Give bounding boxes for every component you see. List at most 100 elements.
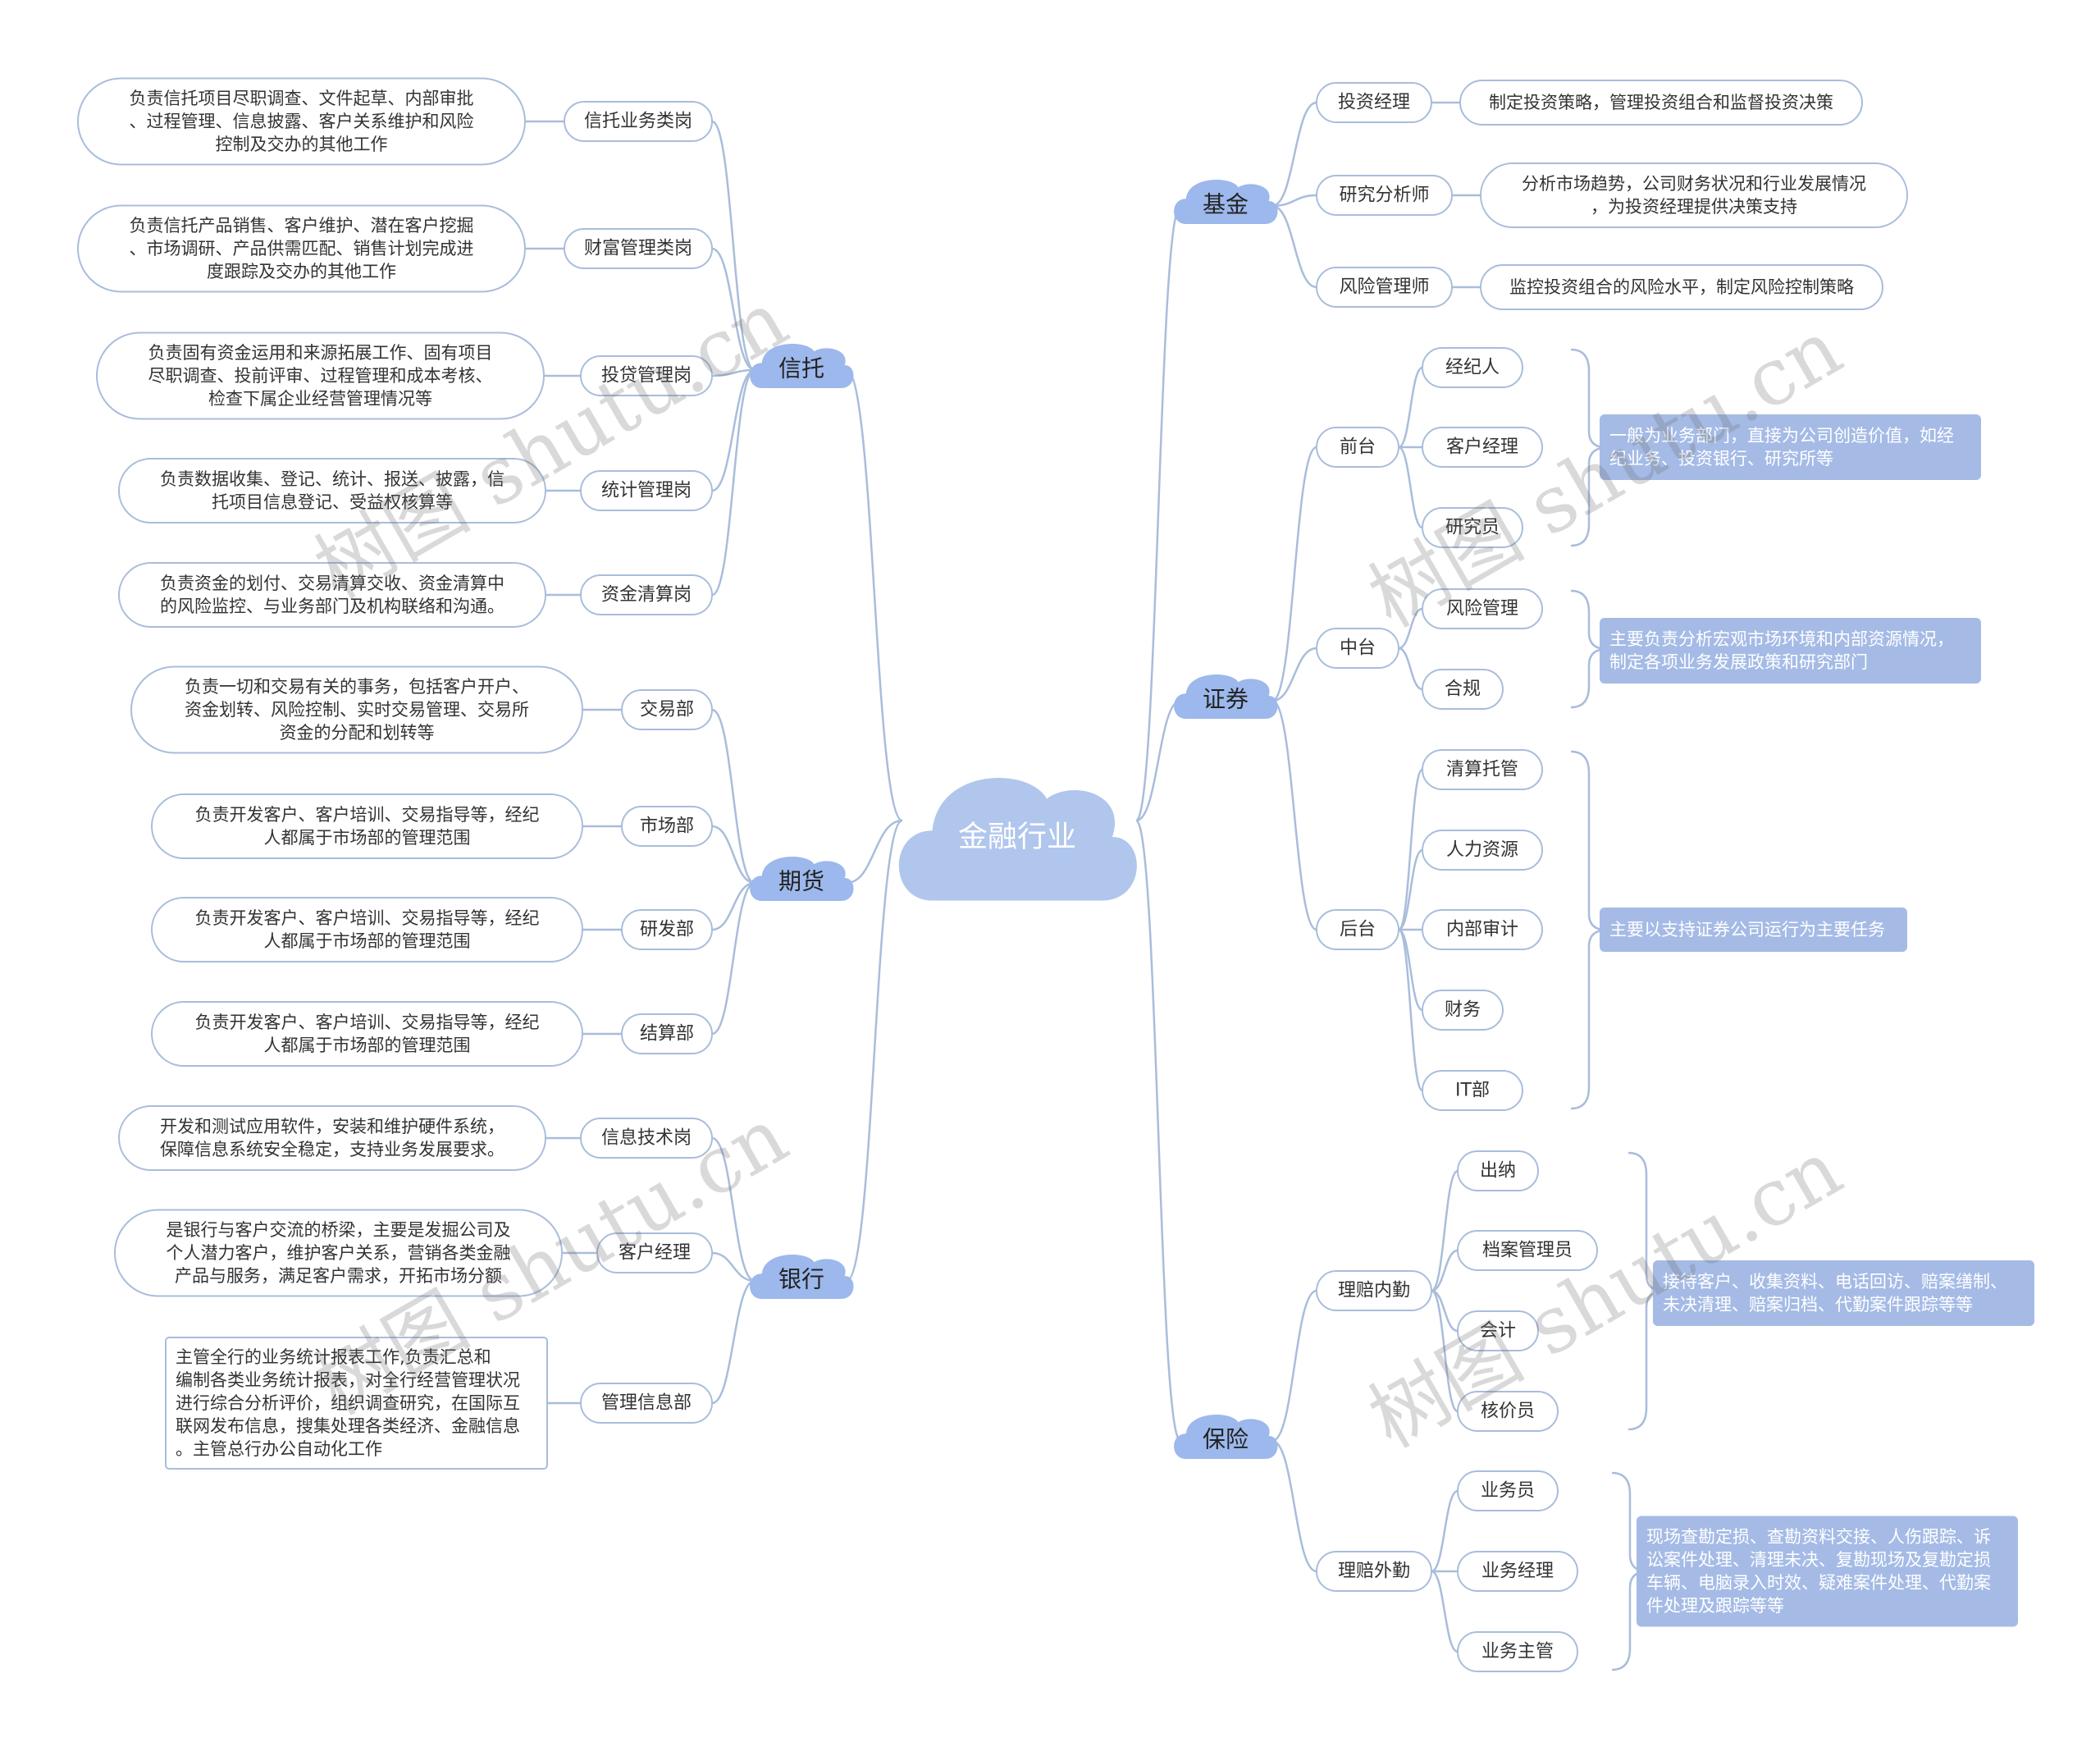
summary-line: 接待客户、收集资料、电话回访、赔案缮制、 xyxy=(1663,1272,2007,1292)
summary-line: 讼案件处理、清理未决、复勘现场及复勘定损 xyxy=(1646,1550,1991,1570)
summary-note[interactable]: 现场查勘定损、查勘资料交接、人伤跟踪、诉讼案件处理、清理未决、复勘现场及复勘定损… xyxy=(1637,1516,2018,1627)
department-node[interactable]: 理赔内勤 xyxy=(1316,1270,1432,1311)
desc-line: 联网发布信息，搜集处理各类经济、金融信息 xyxy=(176,1416,520,1436)
department-node[interactable]: 后台 xyxy=(1316,909,1399,950)
role-node[interactable]: 结算部 xyxy=(621,1013,713,1054)
node-label: 出纳 xyxy=(1480,1161,1516,1182)
position-node[interactable]: 会计 xyxy=(1457,1310,1539,1351)
node-frame xyxy=(1316,82,1432,123)
role-description[interactable]: 开发和测试应用软件，安装和维护硬件系统，保障信息系统安全稳定，支持业务发展要求。 xyxy=(118,1105,546,1171)
role-description[interactable]: 负责固有资金运用和来源拓展工作、固有项目尽职调查、投前评审、过程管理和成本考核、… xyxy=(96,331,545,420)
role-description[interactable]: 分析市场趋势，公司财务状况和行业发展情况，为投资经理提供决策支持 xyxy=(1480,162,1908,228)
summary-note[interactable]: 接待客户、收集资料、电话回访、赔案缮制、未决清理、赔案归档、代勤案件跟踪等等 xyxy=(1653,1260,2034,1326)
root-node[interactable]: 金融行业 xyxy=(898,778,1137,901)
branch-jijin[interactable]: 基金 xyxy=(1174,180,1278,224)
position-node[interactable]: 清算托管 xyxy=(1422,749,1543,790)
position-node[interactable]: 业务经理 xyxy=(1457,1551,1578,1592)
connector xyxy=(1398,647,1423,691)
node-label: 市场部 xyxy=(640,816,694,837)
branch-qihuo[interactable]: 期货 xyxy=(750,857,854,901)
role-node[interactable]: 财富管理类岗 xyxy=(564,228,713,269)
role-node[interactable]: 投贷管理岗 xyxy=(580,355,713,396)
connector xyxy=(1431,1169,1459,1292)
position-node[interactable]: 业务员 xyxy=(1457,1470,1559,1511)
position-node[interactable]: 合规 xyxy=(1422,669,1504,710)
role-description[interactable]: 是银行与客户交流的桥梁，主要是发掘公司及个人潜力客户，维护客户关系，营销各类金融… xyxy=(114,1209,563,1297)
position-node[interactable]: 业务主管 xyxy=(1457,1631,1578,1672)
role-description[interactable]: 负责一切和交易有关的事务，包括客户开户、资金划转、风险控制、实时交易管理、交易所… xyxy=(130,665,583,754)
desc-frame xyxy=(77,204,526,293)
branch-yinhang[interactable]: 银行 xyxy=(750,1255,854,1299)
summary-frame xyxy=(1600,908,1907,952)
role-node[interactable]: 研发部 xyxy=(621,909,713,950)
role-node[interactable]: 统计管理岗 xyxy=(580,470,713,511)
role-description[interactable]: 主管全行的业务统计报表工作,负责汇总和编制各类业务统计报表，对全行经营管理状况进… xyxy=(165,1337,548,1470)
position-node[interactable]: 客户经理 xyxy=(1422,427,1543,468)
role-node[interactable]: 资金清算岗 xyxy=(580,574,713,615)
summary-note[interactable]: 主要负责分析宏观市场环境和内部资源情况，制定各项业务发展政策和研究部门 xyxy=(1600,618,1981,684)
summary-frame xyxy=(1600,618,1981,684)
node-label: 信托业务类岗 xyxy=(584,112,692,132)
connector xyxy=(846,819,903,1282)
node-label: 投资经理 xyxy=(1338,93,1410,113)
position-node[interactable]: 研究员 xyxy=(1422,507,1523,548)
node-frame xyxy=(1457,1631,1578,1672)
position-node[interactable]: 风险管理 xyxy=(1422,588,1543,629)
role-node[interactable]: 客户经理 xyxy=(596,1232,713,1273)
node-frame xyxy=(596,1232,713,1273)
role-description[interactable]: 负责信托产品销售、客户维护、潜在客户挖掘、市场调研、产品供需匹配、销售计划完成进… xyxy=(77,204,526,293)
department-node[interactable]: 中台 xyxy=(1316,628,1399,669)
role-description[interactable]: 制定投资策略，管理投资组合和监督投资决策 xyxy=(1459,80,1863,126)
connector xyxy=(1431,1570,1459,1653)
desc-line: 保障信息系统安全稳定，支持业务发展要求。 xyxy=(160,1140,504,1159)
branch-xintuo[interactable]: 信托 xyxy=(750,344,854,388)
desc-frame xyxy=(165,1337,548,1470)
position-node[interactable]: 内部审计 xyxy=(1422,909,1543,950)
desc-line: 度跟踪及交办的其他工作 xyxy=(207,262,396,281)
role-node[interactable]: 市场部 xyxy=(621,806,713,847)
connector xyxy=(1271,101,1317,208)
role-node[interactable]: 管理信息部 xyxy=(580,1383,713,1424)
department-node[interactable]: 理赔外勤 xyxy=(1316,1551,1432,1592)
position-node[interactable]: 核价员 xyxy=(1457,1391,1559,1432)
connector xyxy=(711,825,756,885)
role-node[interactable]: 研究分析师 xyxy=(1316,175,1453,216)
connector xyxy=(846,819,903,885)
node-frame xyxy=(1422,990,1504,1031)
position-node[interactable]: 出纳 xyxy=(1457,1150,1539,1191)
branch-zhengquan[interactable]: 证券 xyxy=(1174,674,1278,719)
connector xyxy=(1271,1289,1317,1443)
summary-note[interactable]: 主要以支持证券公司运行为主要任务 xyxy=(1600,908,1907,952)
position-node[interactable]: IT部 xyxy=(1422,1070,1523,1111)
role-description[interactable]: 监控投资组合的风险水平，制定风险控制策略 xyxy=(1480,264,1883,310)
summary-line: 件处理及跟踪等等 xyxy=(1646,1596,1784,1616)
connector xyxy=(1398,848,1423,931)
branch-baoxian[interactable]: 保险 xyxy=(1174,1415,1278,1459)
root-label: 金融行业 xyxy=(958,821,1076,854)
desc-line: 监控投资组合的风险水平，制定风险控制策略 xyxy=(1509,277,1854,297)
node-label: 财富管理类岗 xyxy=(584,239,692,259)
role-node[interactable]: 风险管理师 xyxy=(1316,267,1453,308)
connector xyxy=(1398,446,1423,529)
position-node[interactable]: 人力资源 xyxy=(1422,830,1543,871)
position-node[interactable]: 档案管理员 xyxy=(1457,1230,1598,1271)
node-frame xyxy=(1316,427,1399,468)
desc-frame xyxy=(1480,264,1883,310)
role-node[interactable]: 信托业务类岗 xyxy=(564,101,713,142)
role-node[interactable]: 交易部 xyxy=(621,689,713,730)
role-description[interactable]: 负责信托项目尽职调查、文件起草、内部审批、过程管理、信息披露、客户关系维护和风险… xyxy=(77,77,526,166)
position-node[interactable]: 财务 xyxy=(1422,990,1504,1031)
role-node[interactable]: 信息技术岗 xyxy=(580,1118,713,1159)
branch-label: 期货 xyxy=(778,868,824,895)
position-node[interactable]: 经纪人 xyxy=(1422,347,1523,388)
department-node[interactable]: 前台 xyxy=(1316,427,1399,468)
role-node[interactable]: 投资经理 xyxy=(1316,82,1432,123)
desc-line: 控制及交办的其他工作 xyxy=(216,135,388,154)
summary-line: 制定各项业务发展政策和研究部门 xyxy=(1609,652,1868,672)
